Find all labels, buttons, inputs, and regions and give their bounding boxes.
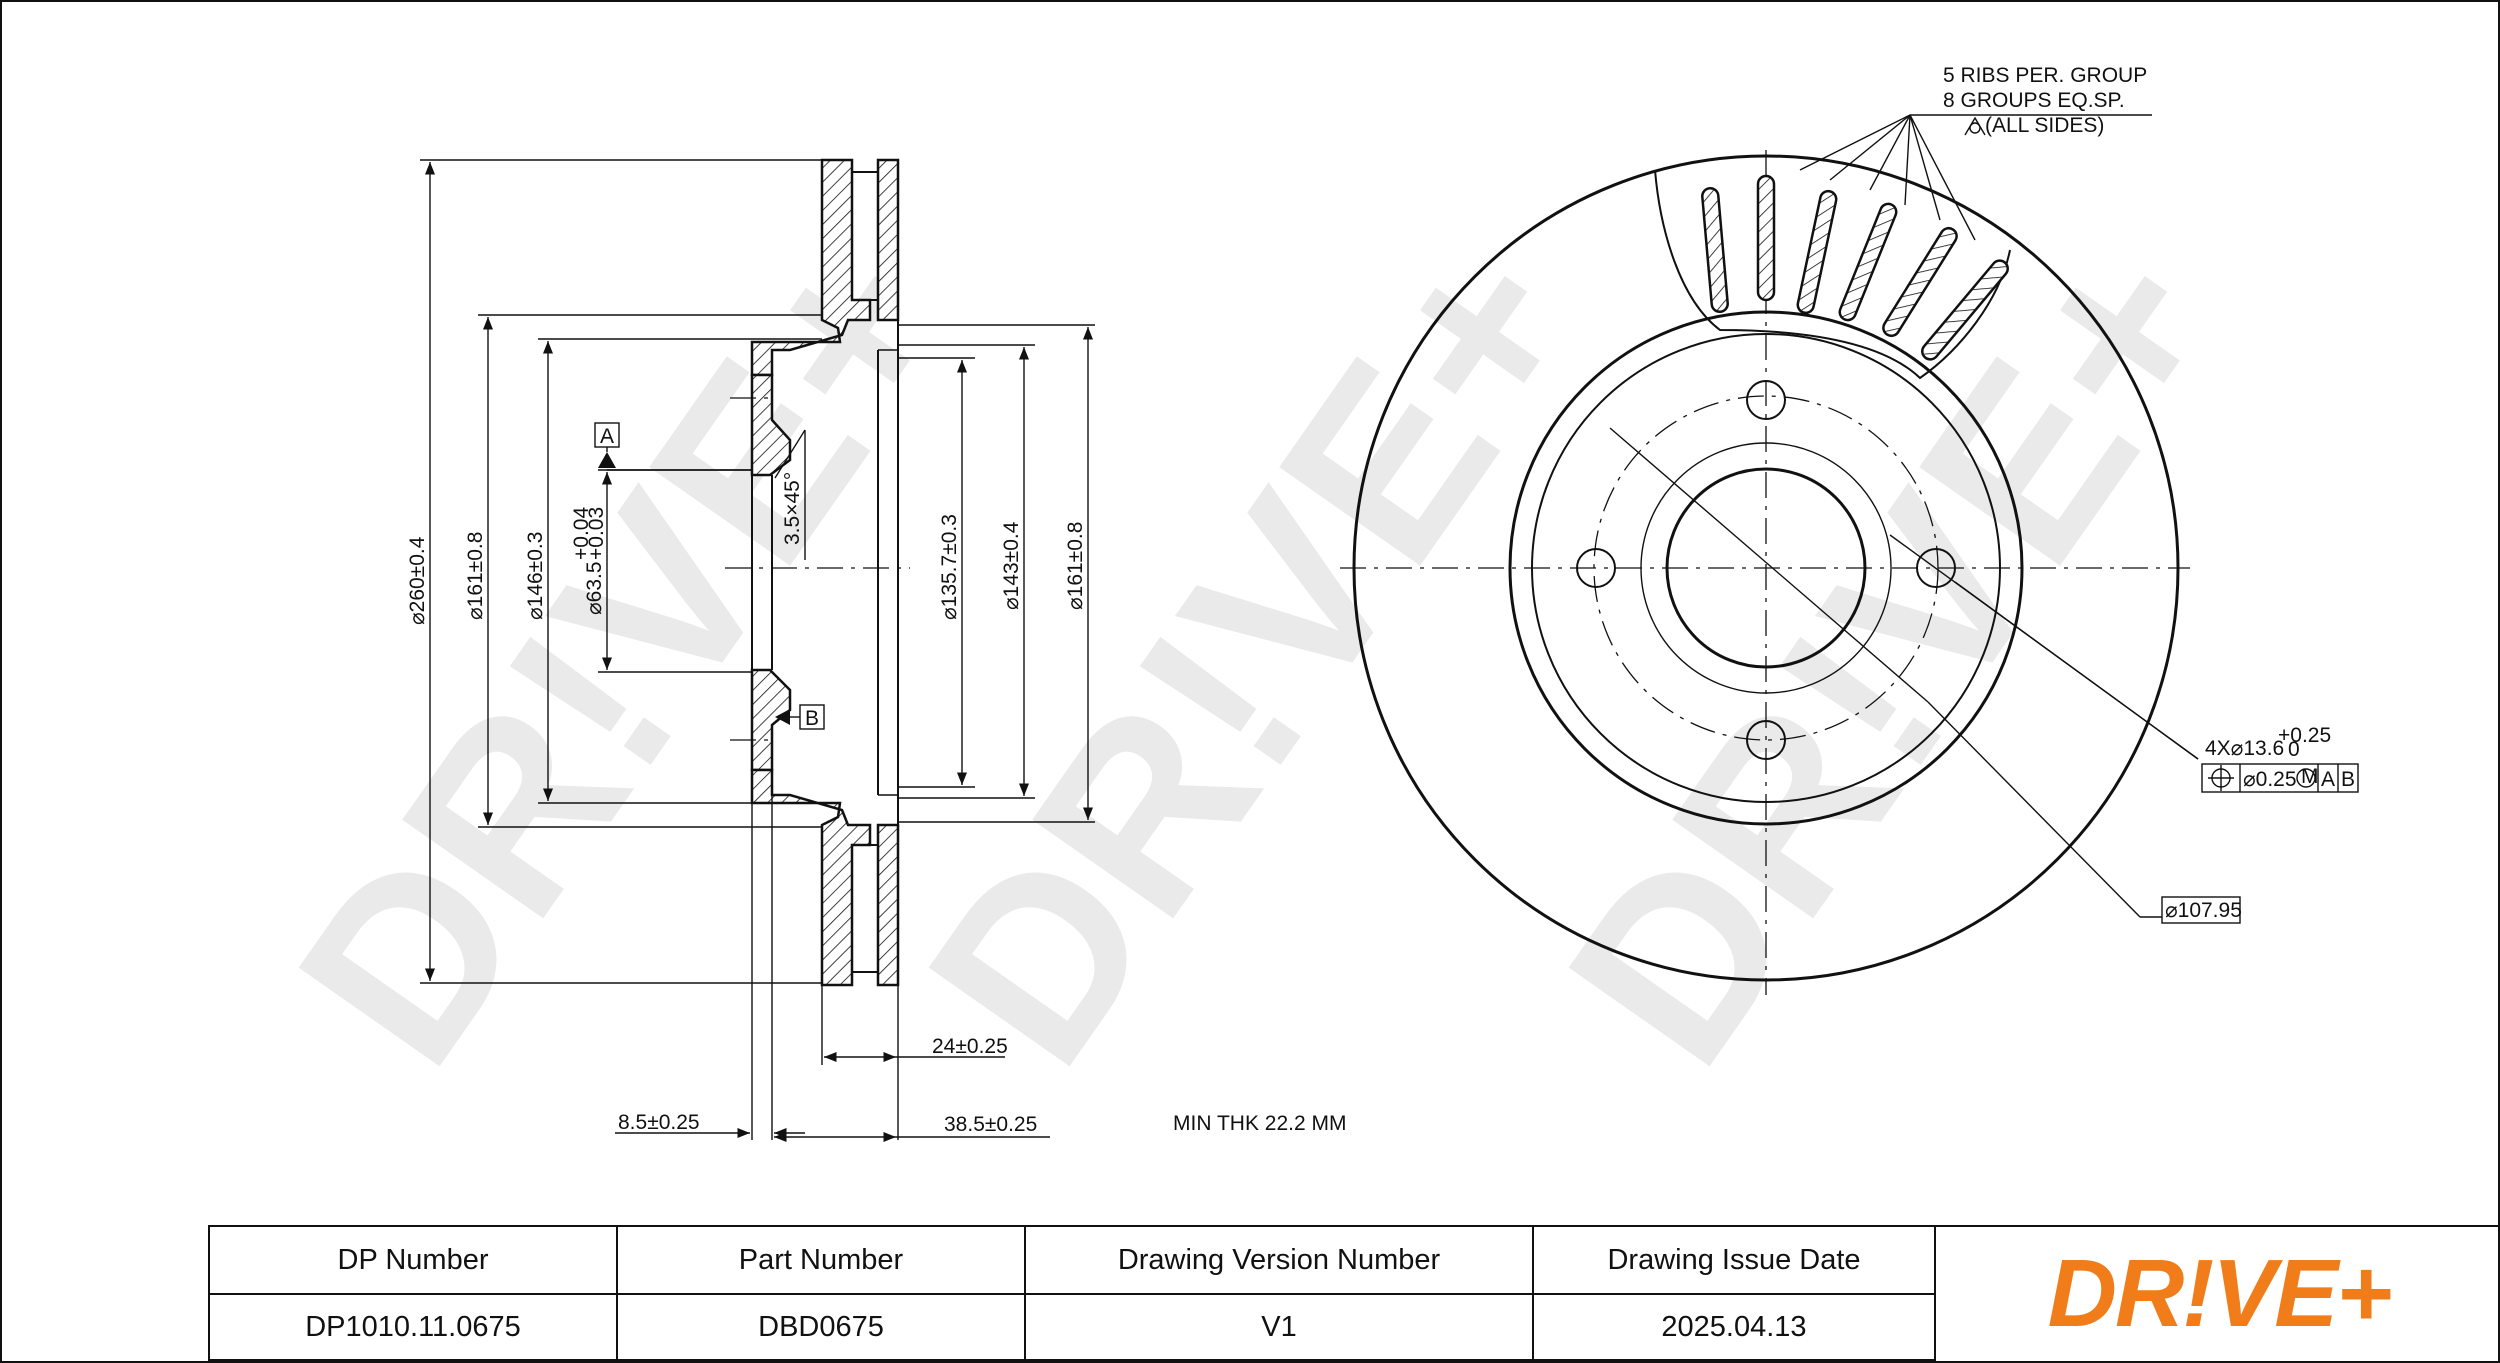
header-issue-date: Drawing Issue Date [1534,1227,1936,1295]
bolt-modifier-label: M [2301,765,2319,788]
tol-datum-a: A [2321,768,2335,791]
rib-cutaway-outline [1654,169,2011,380]
bolt-holes-label: 4X⌀13.6 [2205,737,2284,760]
dim-thickness-label: 24±0.25 [932,1035,1008,1058]
front-view: 5 RIBS PER. GROUP 8 GROUPS EQ.SP. (ALL S… [1340,64,2359,995]
rib-3 [1796,189,1838,315]
header-part-number: Part Number [618,1227,1026,1295]
min-thickness-note: MIN THK 22.2 MM [1173,1112,1346,1135]
dim-offset-large-label: 38.5±0.25 [944,1113,1037,1136]
dim-offset-small-label: 8.5±0.25 [618,1111,700,1134]
dim-outer-label: ⌀260±0.4 [406,536,429,625]
ribs-note-line2: 8 GROUPS EQ.SP. [1943,89,2125,112]
section-hub-upper [750,373,792,477]
dim-63-tol-upper: +0.04 [570,507,593,560]
dim-chamfer-label: 3.5×45° [781,472,804,545]
section-view: ⌀260±0.4 ⌀161±0.8 ⌀146±0.3 ⌀63.5 +0.04 +… [406,158,1346,1143]
rib-2 [1756,174,1776,302]
pcd-label: ⌀107.95 [2165,899,2242,922]
section-upper-outer-plate [876,158,900,322]
rib-5 [1882,226,1958,338]
value-version: V1 [1026,1295,1534,1361]
rib-6 [1921,259,2009,361]
dim-161-left-label: ⌀161±0.8 [464,532,487,620]
datum-b-label: B [805,707,819,730]
dim-146-label: ⌀146±0.3 [524,532,547,620]
bolt-tol-upper: +0.25 [2278,724,2331,747]
brand-logo-text: DR!VE+ [2047,1240,2393,1347]
value-dp-number: DP1010.11.0675 [210,1295,618,1361]
brand-logo: DR!VE+ [1936,1227,2500,1363]
rib-1 [1701,186,1729,314]
dim-135-label: ⌀135.7±0.3 [938,514,961,620]
value-issue-date: 2025.04.13 [1534,1295,1936,1361]
header-dp-number: DP Number [210,1227,618,1295]
dim-161-right-label: ⌀161±0.8 [1064,522,1087,610]
dim-63-label: ⌀63.5 [583,561,606,615]
weld-symbol-icon [1964,116,1986,136]
bolt-position-label: ⌀0.25 [2243,768,2297,791]
title-block: DP Number Part Number Drawing Version Nu… [208,1225,2500,1363]
datum-a-label: A [600,425,614,448]
position-tolerance-frame: ⌀0.25 M A B [2201,763,2359,793]
section-lower-friction-ring [750,768,872,987]
dim-143-label: ⌀143±0.4 [1000,521,1023,610]
dim-63-tol-lower: +0.03 [585,507,608,560]
ribs-note-line1: 5 RIBS PER. GROUP [1943,64,2147,87]
section-lower-outer-plate [876,823,900,987]
tol-datum-b: B [2341,768,2355,791]
ribs-note-line3: (ALL SIDES) [1985,114,2104,137]
watermark-center: DR!VE+ [875,194,1633,1111]
header-version: Drawing Version Number [1026,1227,1534,1295]
rib-4 [1838,202,1898,322]
value-part-number: DBD0675 [618,1295,1026,1361]
rib-group [1701,174,2009,361]
bolt-tol-lower: 0 [2288,738,2300,761]
